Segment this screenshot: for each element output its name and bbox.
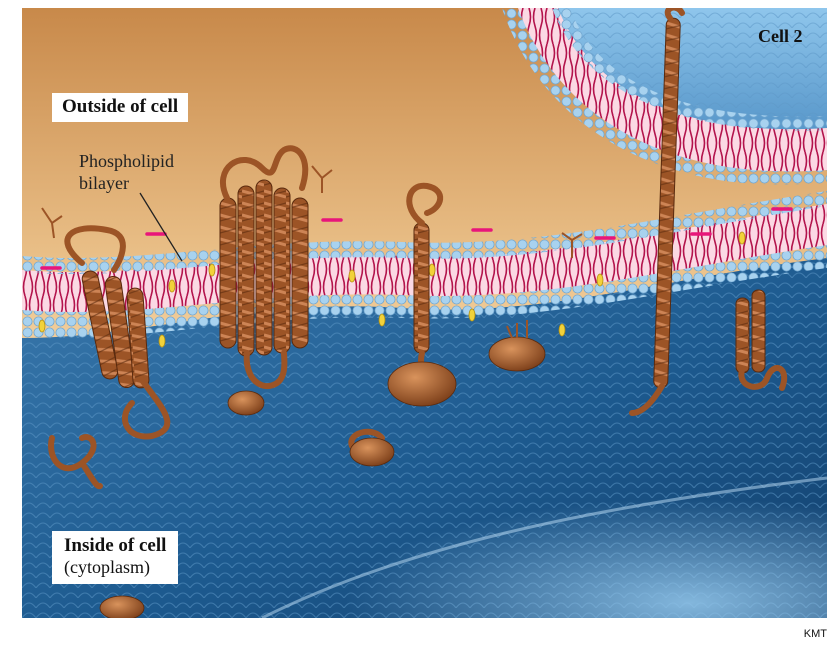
- phospholipid-label-line1: Phospholipid: [79, 151, 175, 171]
- cytoplasm-subtitle: (cytoplasm): [64, 556, 150, 577]
- membrane-charge-marks: [40, 207, 793, 270]
- protein-coils: [81, 17, 766, 389]
- inside-of-cell-title: Inside of cell: [64, 535, 167, 556]
- cell-2-label: Cell 2: [758, 26, 803, 46]
- membrane-illustration: Outside of cell Phospholipid bilayer Ins…: [22, 8, 827, 618]
- phospholipid-bilayer-label: Phospholipid bilayer: [79, 151, 174, 194]
- cholesterol-molecules: [38, 231, 746, 348]
- outside-of-cell-label: Outside of cell: [52, 93, 189, 122]
- cell2-heads-inner: [552, 8, 827, 131]
- phospholipid-pointer: [139, 192, 183, 262]
- carbohydrate-chains: [41, 165, 583, 339]
- protein-loops: [48, 8, 788, 490]
- artist-credit: KMT: [803, 628, 827, 640]
- inside-of-cell-label: Inside of cell (cytoplasm): [52, 531, 179, 584]
- globular-domains: [99, 336, 546, 618]
- membrane-artwork: [22, 8, 827, 618]
- phospholipid-label-line2: bilayer: [79, 172, 129, 193]
- cell2-tails: [518, 8, 827, 172]
